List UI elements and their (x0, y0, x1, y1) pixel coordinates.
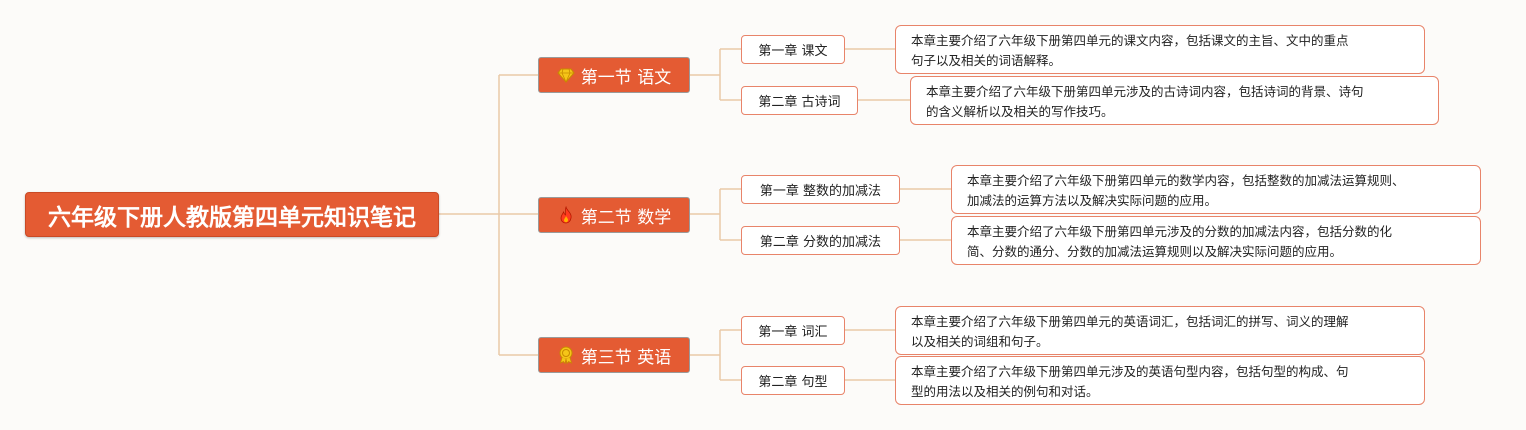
description-line: 简、分数的通分、分数的加减法运算规则以及解决实际问题的应用。 (967, 244, 1343, 259)
description-line: 的含义解析以及相关的写作技巧。 (926, 104, 1114, 119)
chapter-description: 本章主要介绍了六年级下册第四单元的课文内容，包括课文的主旨、文中的重点 句子以及… (895, 25, 1425, 74)
description-line: 加减法的运算方法以及解决实际问题的应用。 (967, 193, 1218, 208)
chapter-description: 本章主要介绍了六年级下册第四单元涉及的英语句型内容，包括句型的构成、句 型的用法… (895, 356, 1425, 405)
description-line: 本章主要介绍了六年级下册第四单元涉及的英语句型内容，包括句型的构成、句 (911, 364, 1349, 379)
chapter-item[interactable]: 第二章 句型 (741, 366, 845, 395)
chapter-title: 第一章 词汇 (758, 325, 828, 340)
connector-section-3 (690, 329, 741, 381)
description-line: 本章主要介绍了六年级下册第四单元涉及的分数的加减法内容，包括分数的化 (967, 224, 1393, 239)
chapter-item[interactable]: 第一章 整数的加减法 (741, 175, 900, 204)
section-chinese[interactable]: 第一节 语文 (538, 57, 690, 93)
chapter-item[interactable]: 第二章 古诗词 (741, 86, 858, 115)
section-title: 第一节 语文 (580, 67, 672, 88)
chapter-item[interactable]: 第一章 词汇 (741, 316, 845, 345)
section-title: 第三节 英语 (580, 347, 672, 368)
chapter-title: 第二章 古诗词 (758, 95, 841, 110)
medal-icon (557, 346, 575, 364)
description-line: 本章主要介绍了六年级下册第四单元涉及的古诗词内容，包括诗词的背景、诗句 (926, 84, 1364, 99)
root-title: 六年级下册人教版第四单元知识笔记 (48, 204, 416, 231)
chapter-description: 本章主要介绍了六年级下册第四单元涉及的分数的加减法内容，包括分数的化 简、分数的… (951, 216, 1481, 265)
chapter-item[interactable]: 第二章 分数的加减法 (741, 226, 900, 255)
chapter-title: 第二章 句型 (758, 375, 828, 390)
chapter-item[interactable]: 第一章 课文 (741, 35, 845, 64)
chapter-description: 本章主要介绍了六年级下册第四单元的数学内容，包括整数的加减法运算规则、 加减法的… (951, 165, 1481, 214)
description-line: 本章主要介绍了六年级下册第四单元的英语词汇，包括词汇的拼写、词义的理解 (911, 314, 1349, 329)
connector-section-1 (690, 48, 741, 101)
chapter-description: 本章主要介绍了六年级下册第四单元的英语词汇，包括词汇的拼写、词义的理解 以及相关… (895, 306, 1425, 355)
description-line: 句子以及相关的词语解释。 (911, 53, 1062, 68)
description-line: 本章主要介绍了六年级下册第四单元的课文内容，包括课文的主旨、文中的重点 (911, 33, 1349, 48)
section-title: 第二节 数学 (580, 207, 672, 228)
chapter-description: 本章主要介绍了六年级下册第四单元涉及的古诗词内容，包括诗词的背景、诗句 的含义解… (910, 76, 1439, 125)
fire-icon (557, 206, 575, 224)
chapter-title: 第一章 整数的加减法 (759, 184, 882, 199)
description-line: 型的用法以及相关的例句和对话。 (911, 384, 1099, 399)
connector-section-2 (690, 188, 741, 241)
section-math[interactable]: 第二节 数学 (538, 197, 690, 233)
root-topic[interactable]: 六年级下册人教版第四单元知识笔记 (25, 192, 439, 237)
description-line: 以及相关的词组和句子。 (911, 334, 1049, 349)
description-line: 本章主要介绍了六年级下册第四单元的数学内容，包括整数的加减法运算规则、 (967, 173, 1405, 188)
connector-root (439, 74, 538, 356)
chapter-title: 第二章 分数的加减法 (759, 235, 882, 250)
section-english[interactable]: 第三节 英语 (538, 337, 690, 373)
chapter-title: 第一章 课文 (758, 44, 828, 59)
diamond-icon (557, 66, 575, 84)
